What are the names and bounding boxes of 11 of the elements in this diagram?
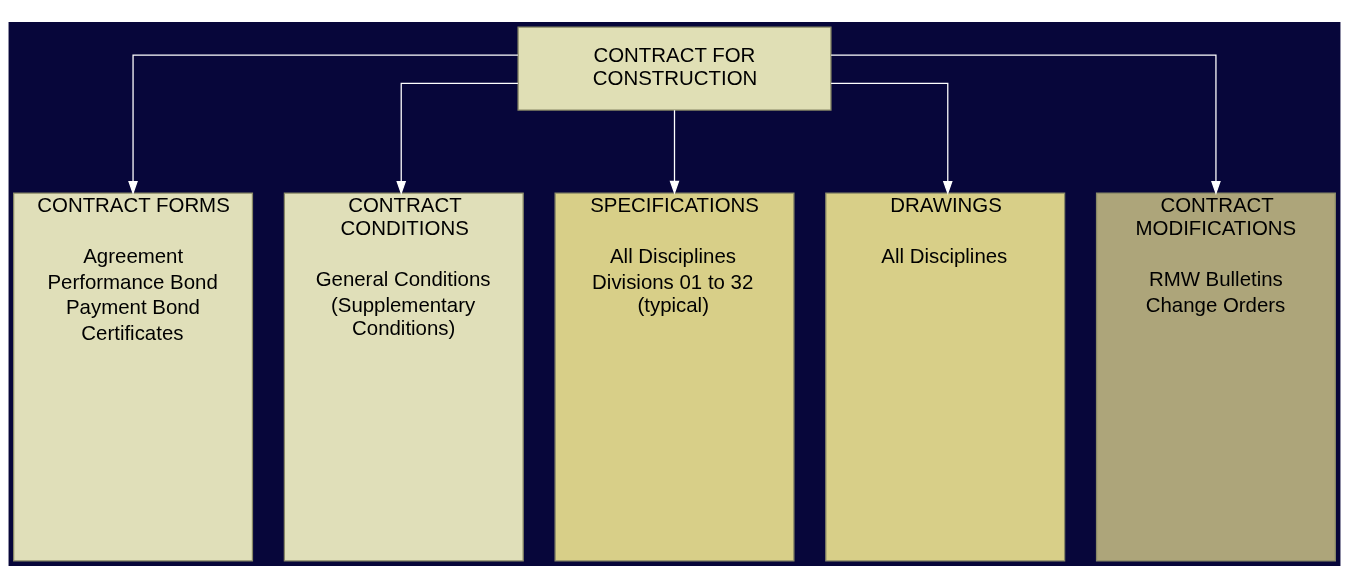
arrow (396, 82, 519, 195)
arrow (830, 82, 953, 195)
arrow (669, 109, 680, 195)
node-box: CONTRACT CONDITIONS General Conditions (Supplementary Conditions) (283, 192, 524, 562)
arrow (128, 54, 519, 195)
node-box: SPECIFICATIONS All Disciplines Divisions 01 to 32 (typical) (554, 192, 795, 562)
arrow (830, 54, 1221, 195)
node-box: CONTRACT MODIFICATIONS RMW Bulletins Change Orders (1095, 192, 1336, 562)
node-box: CONTRACT FOR CONSTRUCTION (517, 26, 832, 111)
node-box: DRAWINGS All Disciplines (825, 192, 1066, 562)
node-box: CONTRACT FORMS Agreement Performance Bond Payment Bond Certificates (13, 192, 254, 562)
